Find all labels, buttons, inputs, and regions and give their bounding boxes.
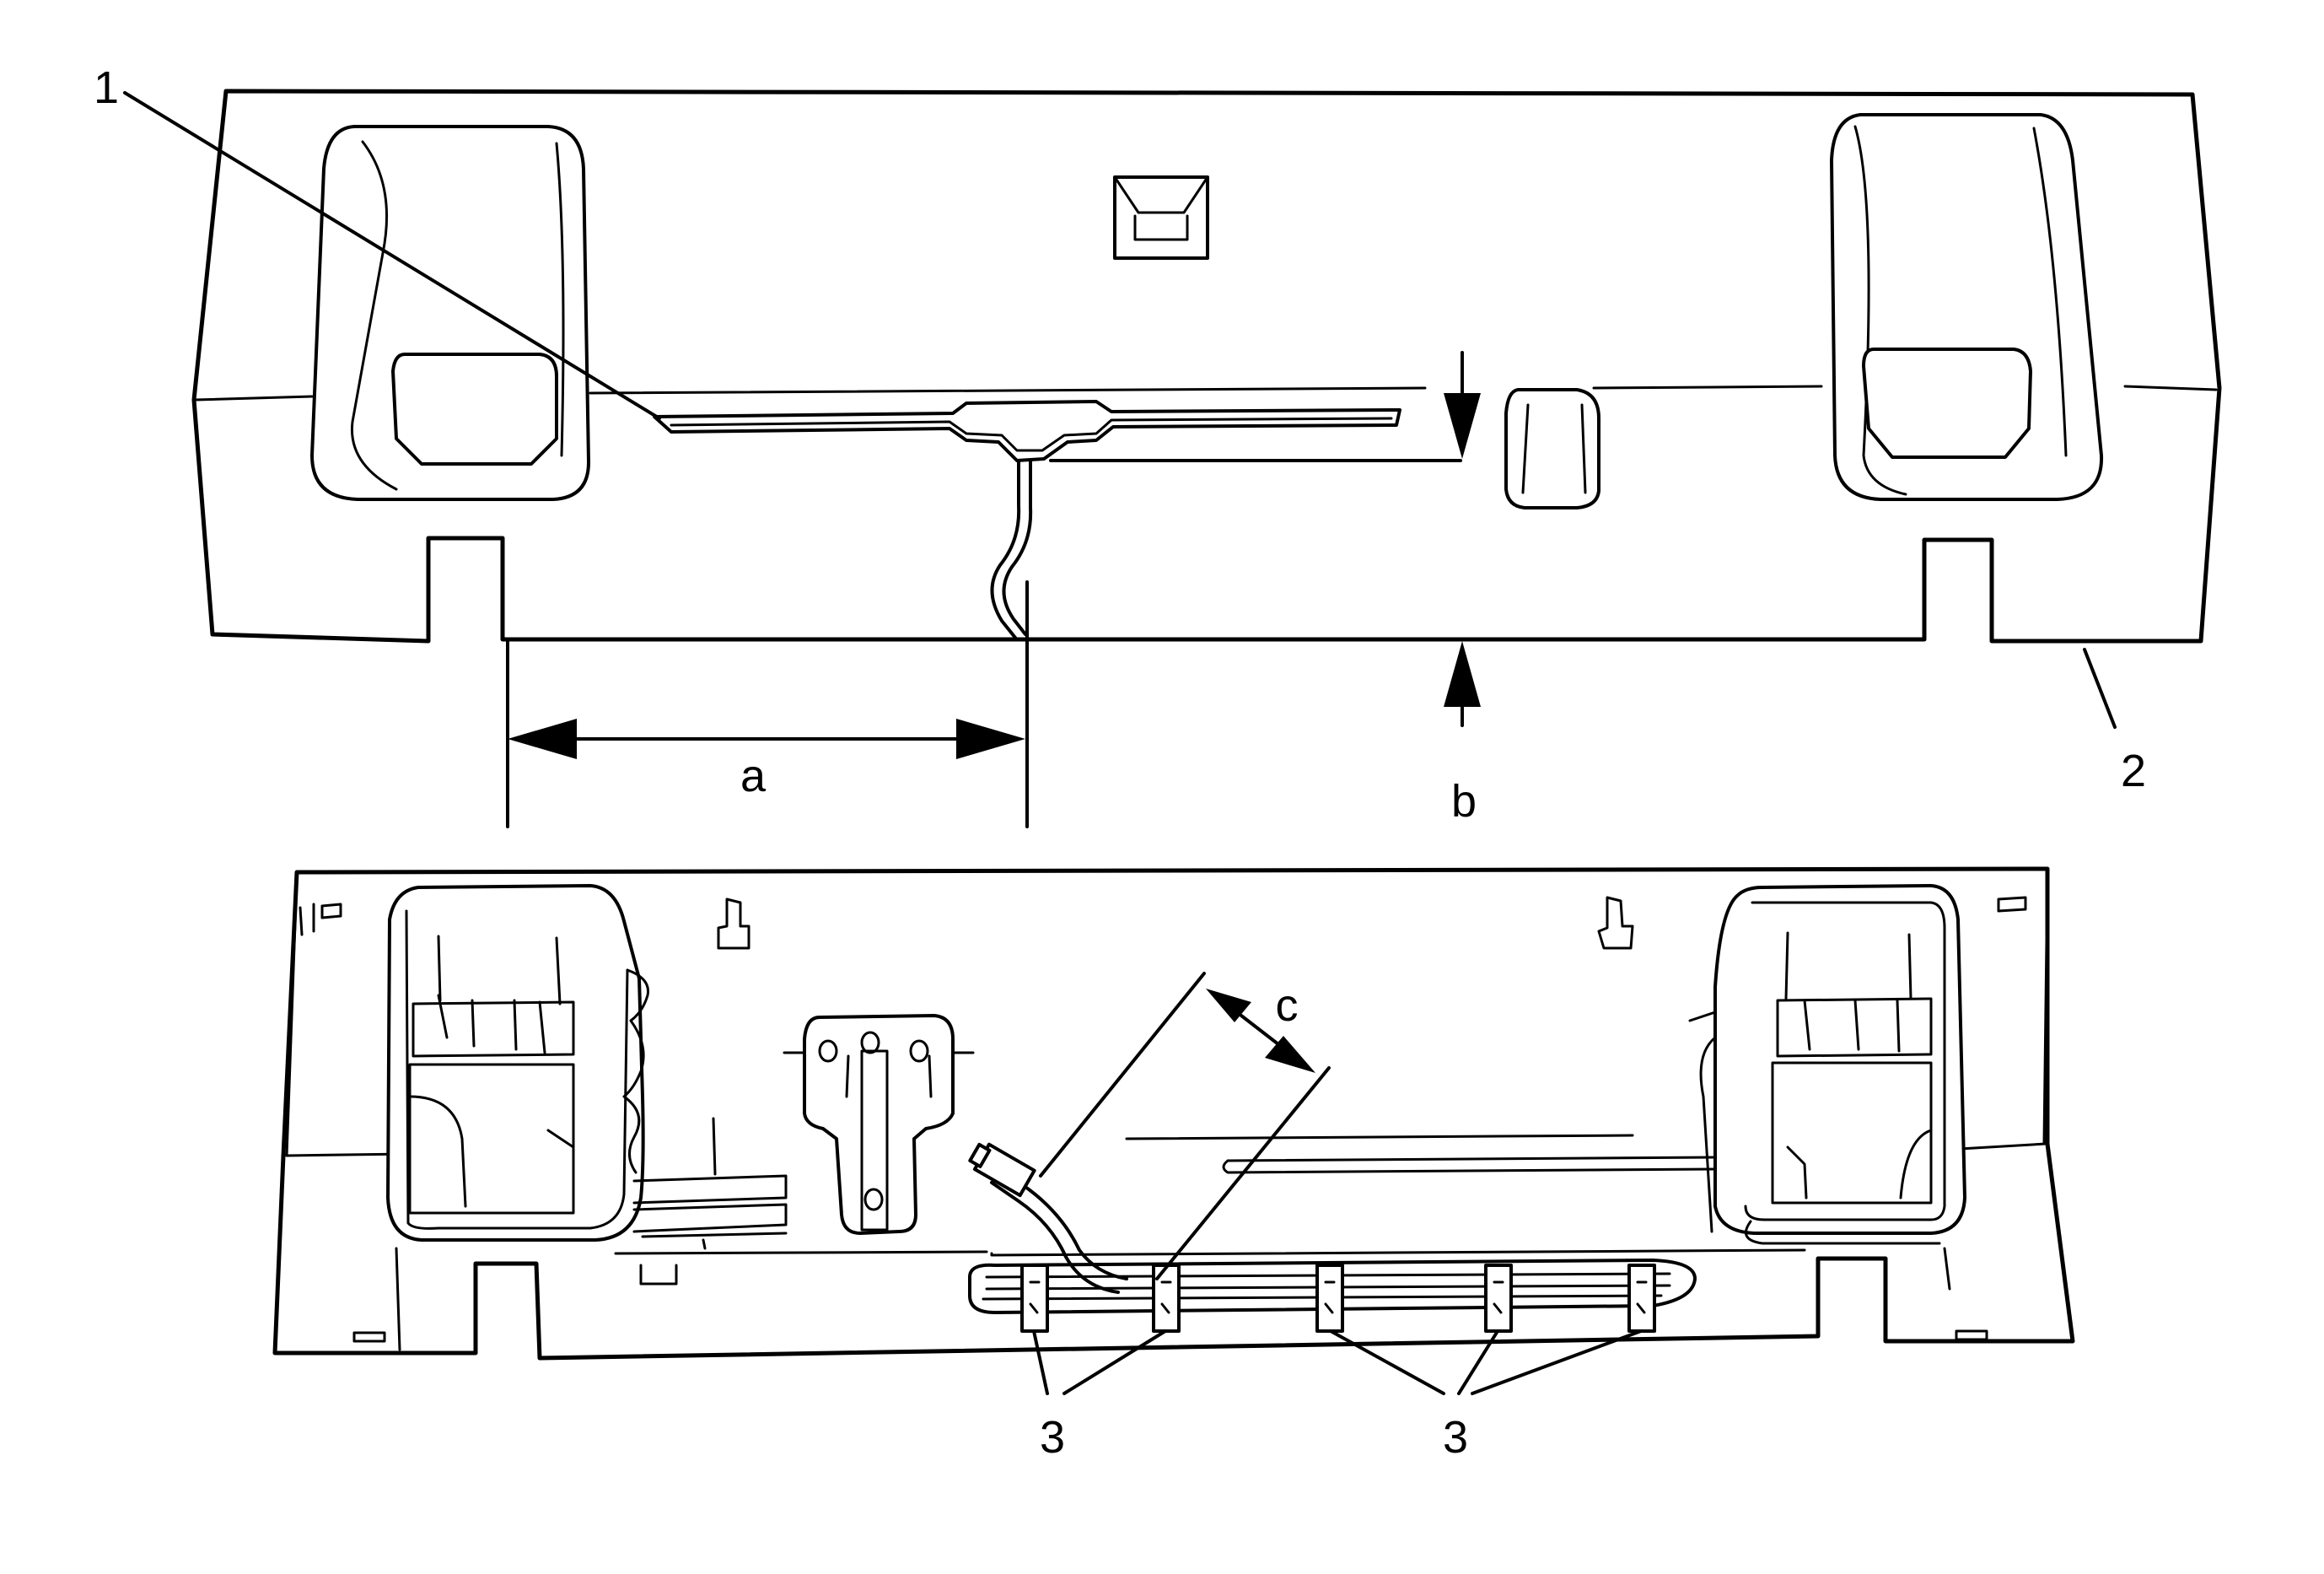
harness-clip xyxy=(1152,1264,1181,1333)
harness-clip xyxy=(1627,1264,1656,1333)
wire-harness xyxy=(968,1142,1697,1333)
callout-2-label: 2 xyxy=(2121,746,2146,796)
harness-clip xyxy=(1020,1264,1049,1333)
antenna-element xyxy=(653,400,1401,639)
harness-clip xyxy=(1315,1264,1344,1333)
right-pocket xyxy=(1688,884,1966,1245)
dimension-a-label: a xyxy=(740,751,767,801)
antenna-connector xyxy=(968,1142,1036,1198)
callout-3-left-label: 3 xyxy=(1040,1412,1065,1463)
dimension-a: a xyxy=(506,580,1029,828)
dimension-c-label: c xyxy=(1276,980,1299,1031)
left-pocket xyxy=(386,884,649,1242)
center-bracket xyxy=(783,1014,975,1235)
callout-3-right: 3 xyxy=(1329,1329,1643,1463)
callout-3-left: 3 xyxy=(1032,1329,1167,1463)
right-headrest-housing xyxy=(1830,113,2104,501)
harness-clip xyxy=(1484,1264,1513,1333)
slot-left xyxy=(352,1331,386,1343)
dimension-b-label: b xyxy=(1451,776,1477,827)
callout-1-label: 1 xyxy=(94,62,119,113)
rubber-pad xyxy=(1504,388,1600,509)
slot-right xyxy=(1955,1329,1988,1341)
dimension-c: c xyxy=(1039,972,1331,1280)
callout-2: 2 xyxy=(2083,648,2146,796)
center-clip-emblem xyxy=(1113,175,1209,260)
left-headrest-housing xyxy=(310,125,590,501)
lower-panel xyxy=(272,866,2075,1361)
callout-3-right-label: 3 xyxy=(1443,1412,1468,1463)
dimension-b: b xyxy=(1444,351,1481,827)
upper-panel xyxy=(191,89,2222,644)
callout-1: 1 xyxy=(94,62,661,420)
